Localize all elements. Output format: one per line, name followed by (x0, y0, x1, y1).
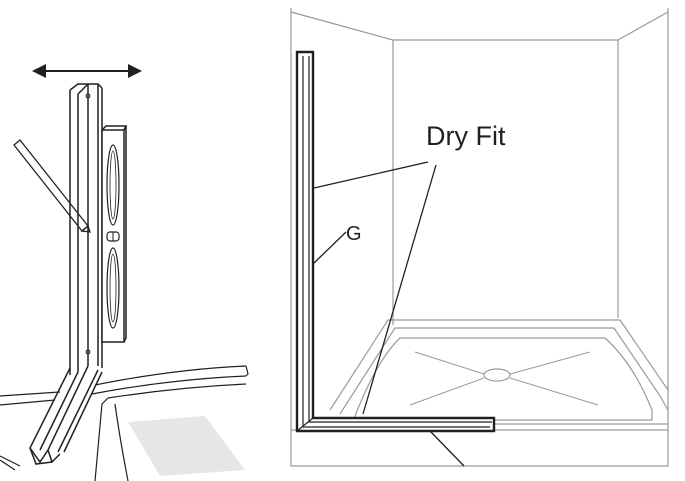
dry-fit-label: Dry Fit (426, 121, 506, 151)
g-label: G (346, 223, 362, 245)
base-curb-left (0, 365, 249, 481)
left-leveling-panel (0, 64, 249, 481)
dry-fit-l-frame (295, 50, 496, 433)
bottom-track (29, 365, 103, 465)
spirit-level-icon (101, 125, 128, 343)
wall-jamb (69, 83, 103, 375)
adjust-direction-arrow-icon (32, 64, 142, 78)
pencil-icon (13, 139, 91, 233)
right-enclosure-panel: Dry Fit G (290, 8, 669, 467)
leader-lines (312, 161, 465, 467)
shower-base (312, 319, 669, 425)
base-shadow (128, 416, 245, 476)
